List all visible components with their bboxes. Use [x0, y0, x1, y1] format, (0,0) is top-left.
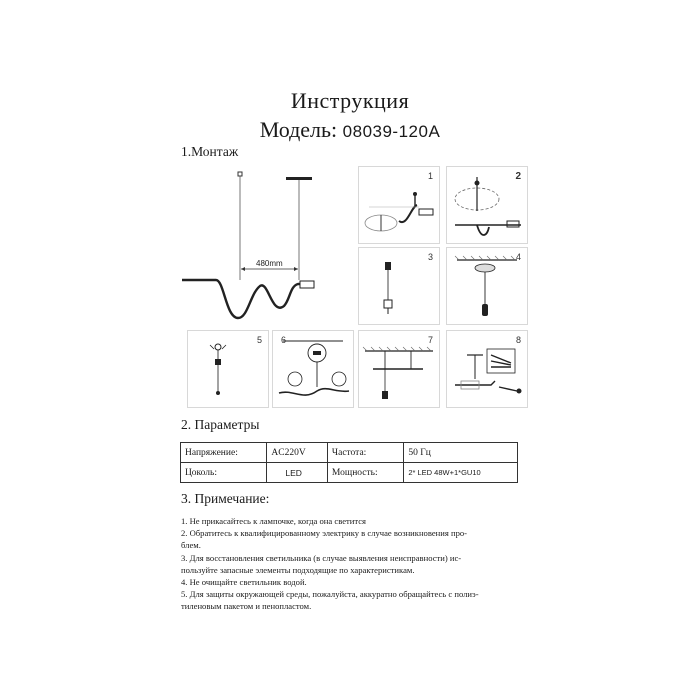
section-heading-mount: 1.Монтаж [181, 144, 239, 159]
note-line: 3. Для восстановления светильника (в слу… [181, 552, 462, 563]
step-number: 2 [515, 171, 521, 182]
table-cell: Цоколь: [179, 462, 268, 483]
suspension-wire-icon [383, 262, 393, 314]
step-number: 1 [427, 171, 433, 181]
step-number: 5 [256, 335, 262, 345]
table-cell: Напряжение: [179, 442, 268, 463]
step-panel-2: 2 [446, 166, 528, 244]
note-line: тиленовым пакетом и пенопластом. [181, 601, 312, 612]
step-number: 3 [427, 252, 433, 262]
table-cell: LED [266, 462, 328, 483]
step-panel-7: 7 [358, 330, 440, 408]
note-line: пользуйте запасные элементы подходящие п… [181, 564, 415, 575]
model-row: Модель: 08039-120A [0, 117, 700, 143]
note-line: 1. Не прикасайтесь к лампочке, когда она… [181, 516, 366, 526]
step-number: 8 [515, 335, 521, 345]
step-panel-1: 1 [358, 166, 440, 244]
parameters-table: Напряжение: AC220V Частота: 50 Гц Цоколь… [179, 442, 518, 483]
wire-adjust-icon [209, 343, 227, 395]
section-heading-notes: 3. Примечание: [181, 491, 270, 506]
lamp-overview-drawing: 480mm [180, 168, 352, 328]
table-row: Напряжение: AC220V Частота: 50 Гц [179, 442, 518, 463]
step-panel-4: 4 [446, 247, 528, 325]
lamp-overview-icon [182, 171, 315, 320]
note-line: 2. Обратитесь к квалифицированному элект… [181, 528, 468, 539]
step-number: 7 [427, 335, 433, 345]
table-cell: Мощность: [326, 462, 405, 483]
hanging-lamp-icon [362, 346, 433, 399]
ceiling-hanger-icon [454, 255, 517, 316]
step-number: 6 [281, 335, 287, 345]
ceiling-mount-detail-icon [454, 177, 521, 236]
note-line: 4. Не очищайте светильник водой. [181, 577, 307, 588]
table-cell: AC220V [266, 442, 328, 463]
table-cell: 50 Гц [403, 442, 518, 463]
table-cell: 2* LED 48W+1*GU10 [403, 462, 518, 483]
dimension-label: 480mm [256, 259, 283, 268]
ceiling-plate-install-icon [364, 192, 434, 232]
model-label: Модель: [259, 117, 338, 142]
step-panel-5: 5 [187, 330, 269, 408]
table-cell: Частота: [326, 442, 405, 463]
table-row: Цоколь: LED Мощность: 2* LED 48W+1*GU10 [179, 462, 518, 483]
page-title: Инструкция [290, 88, 410, 113]
notes-list: 1. Не прикасайтесь к лампочке, когда она… [181, 515, 526, 613]
step-panel-6: 6 [272, 330, 354, 408]
step-panel-3: 3 [358, 247, 440, 325]
step-panel-8: 8 [446, 330, 528, 408]
section-heading-params: 2. Параметры [181, 417, 260, 432]
note-line: 5. Для защиты окружающей среды, пожалуйс… [181, 589, 479, 600]
note-line: блем. [181, 540, 201, 551]
step-number: 4 [515, 252, 521, 262]
model-code: 08039-120A [342, 122, 441, 141]
wire-connection-icon [455, 348, 522, 394]
lamp-parts-detail-icon [278, 340, 350, 396]
